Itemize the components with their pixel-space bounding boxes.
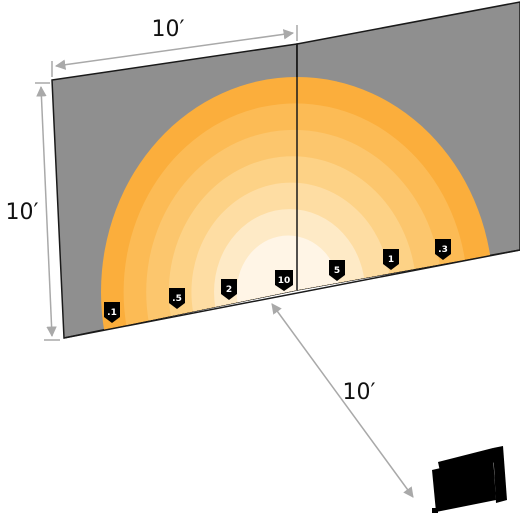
height-label: 10′ [6, 200, 39, 225]
projector-icon [432, 446, 507, 513]
height-dimension: 10′ [6, 82, 60, 341]
svg-text:5: 5 [334, 266, 340, 276]
svg-text:1: 1 [388, 255, 394, 265]
brightness-marker-right-outer: .3 [435, 239, 451, 260]
width-label: 10′ [152, 17, 185, 42]
brightness-marker-right-mid: 1 [383, 249, 399, 270]
brightness-marker-left-outer: .1 [104, 302, 120, 323]
svg-text:.3: .3 [438, 245, 448, 255]
wall-floor-edge [63, 249, 520, 339]
brightness-marker-center: 10 [275, 270, 293, 291]
distance-dimension: 10′ [271, 303, 414, 498]
width-dimension: 10′ [51, 17, 298, 77]
svg-text:.1: .1 [107, 308, 117, 318]
distance-label: 10′ [343, 380, 376, 405]
svg-text:10: 10 [278, 276, 291, 286]
svg-text:.5: .5 [172, 294, 182, 304]
svg-text:2: 2 [226, 285, 232, 295]
brightness-marker-left-mid: .5 [169, 288, 185, 309]
brightness-marker-right-inner: 5 [329, 260, 345, 281]
brightness-marker-left-inner: 2 [221, 279, 237, 300]
